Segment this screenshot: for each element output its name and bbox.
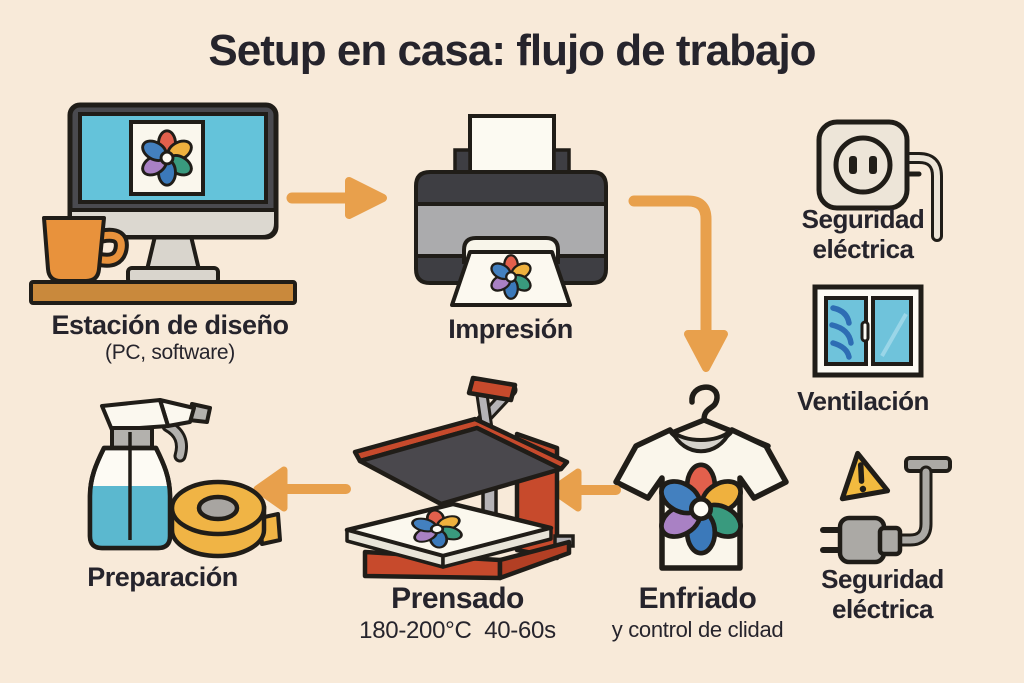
cooling-label: Enfriado bbox=[638, 582, 757, 615]
page-title: Setup en casa: flujo de trabajo bbox=[208, 26, 816, 75]
flow-arrow-cooling-to-press bbox=[548, 468, 621, 512]
tshirt-hanger-icon bbox=[613, 384, 789, 571]
flow-arrow-design-to-print bbox=[286, 177, 387, 219]
flow-arrow-print-to-cooling bbox=[628, 195, 728, 372]
design-station-caption: Estación de diseño (PC, software) bbox=[15, 310, 325, 365]
cooling-sublabel: y control de clidad bbox=[611, 616, 784, 642]
flow-arrow-press-to-prep bbox=[253, 466, 351, 512]
press-caption: Prensado 180-200°C 40-60s bbox=[330, 582, 585, 644]
open-window-icon bbox=[812, 284, 924, 378]
power-outlet-icon bbox=[816, 119, 943, 242]
electrical-safety-bottom-label: Seguridad eléctrica bbox=[821, 564, 944, 624]
electrical-safety-top-label: Seguridad eléctrica bbox=[801, 204, 925, 264]
plug-warning-icon bbox=[820, 450, 952, 565]
spray-bottle-tape-icon bbox=[87, 398, 282, 559]
heat-press-icon bbox=[344, 375, 575, 581]
printer-icon bbox=[414, 114, 608, 307]
design-station-sublabel: (PC, software) bbox=[105, 341, 235, 365]
ventilation-label: Ventilación bbox=[797, 386, 929, 416]
press-label: Prensado bbox=[391, 582, 524, 615]
print-label: Impresión bbox=[448, 314, 573, 344]
design-station-label: Estación de diseño bbox=[51, 310, 289, 340]
prep-label: Preparación bbox=[87, 562, 238, 592]
print-caption: Impresión bbox=[398, 314, 623, 345]
press-sublabel: 180-200°C 40-60s bbox=[359, 616, 556, 644]
computer-workstation-icon bbox=[29, 102, 297, 305]
cooling-caption: Enfriado y control de clidad bbox=[600, 582, 795, 642]
